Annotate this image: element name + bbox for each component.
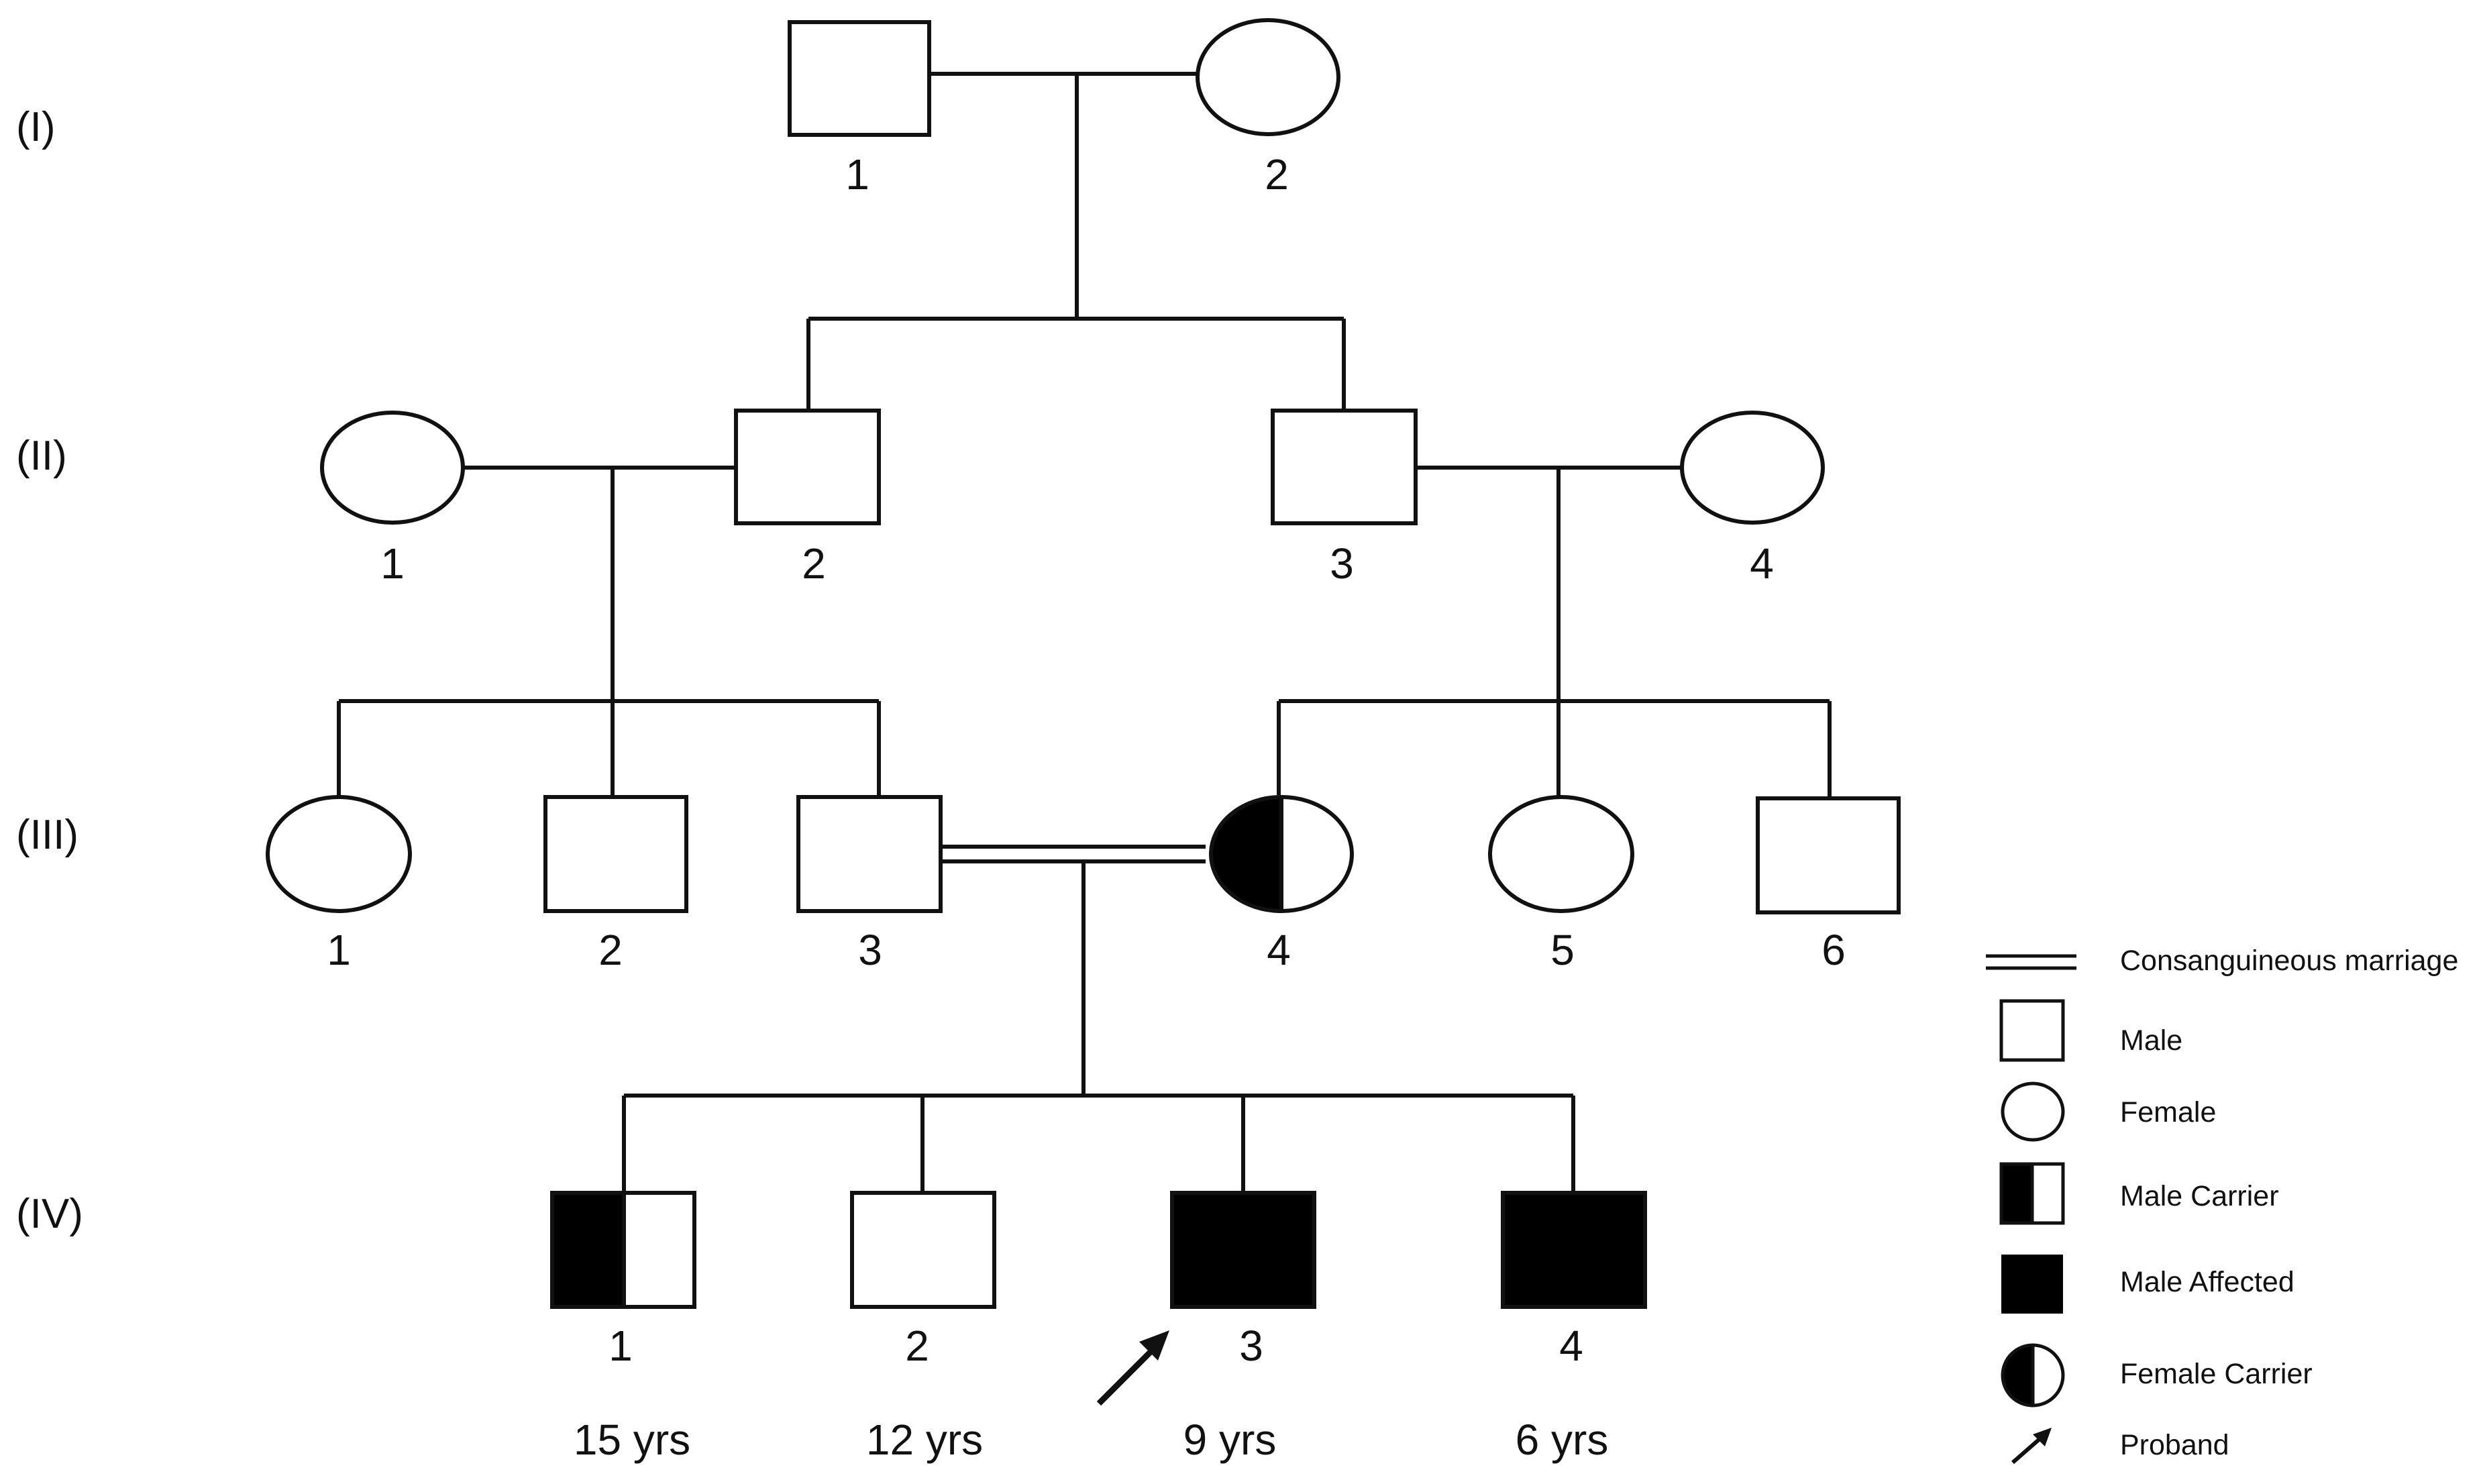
female-circle: [320, 411, 465, 525]
individual-III-2: 2: [543, 795, 688, 974]
individual-number: 2: [802, 539, 826, 588]
individual-number: 3: [1330, 539, 1354, 588]
age-label: 6 yrs: [1516, 1416, 1609, 1464]
individual-number: 5: [1550, 926, 1575, 974]
individual-number: 4: [1559, 1322, 1583, 1370]
generation-label-I: (I): [16, 104, 56, 150]
individual-number: 1: [380, 539, 405, 588]
half-circle-icon-fill: [2003, 1345, 2033, 1406]
male-affected-square: [1170, 1191, 1316, 1309]
legend-item-female-carrier: Female Carrier: [2001, 1343, 2313, 1408]
legend-label: Proband: [2120, 1429, 2229, 1461]
legend-item-female: Female: [2001, 1081, 2216, 1142]
legend-label: Male Carrier: [2120, 1180, 2279, 1212]
proband-arrow-icon: [1096, 1330, 1169, 1406]
age-label: 12 yrs: [866, 1416, 983, 1464]
male-square: [850, 1191, 996, 1309]
individual-number: 1: [609, 1322, 633, 1370]
individual-III-3: 3: [796, 795, 943, 974]
individual-number: 1: [327, 926, 351, 974]
individual-number: 3: [1239, 1322, 1263, 1370]
generation-label-IV: (IV): [16, 1191, 83, 1237]
individual-IV-1: 1 15 yrs: [550, 1191, 696, 1464]
male-square: [734, 409, 881, 525]
individual-I-2: 2: [1196, 18, 1340, 199]
individual-number: 1: [845, 150, 869, 199]
individual-II-1: 1: [320, 411, 465, 588]
male-affected-square: [1501, 1191, 1647, 1309]
square-icon: [1999, 999, 2065, 1062]
male-square: [796, 795, 943, 913]
individual-IV-2: 2 12 yrs: [850, 1191, 996, 1464]
male-square: [543, 795, 688, 913]
male-square: [1756, 796, 1901, 914]
legend-label: Male: [2120, 1024, 2182, 1057]
legend-label: Male Affected: [2120, 1266, 2294, 1298]
individual-II-2: 2: [734, 409, 881, 588]
female-circle: [266, 795, 412, 913]
legend-item-male: Male: [1999, 999, 2182, 1062]
individual-number: 2: [1265, 150, 1289, 199]
individual-II-3: 3: [1271, 409, 1418, 588]
legend: Consanguineous marriage Male Female Male…: [1986, 945, 2458, 1465]
individual-number: 2: [598, 926, 623, 974]
legend-label: Female: [2120, 1096, 2216, 1128]
generation-label-III: (III): [16, 812, 78, 858]
arrow-icon: [2011, 1437, 2041, 1465]
age-label: 9 yrs: [1183, 1416, 1277, 1464]
individual-IV-3: 3 9 yrs: [1170, 1191, 1316, 1464]
female-circle: [1680, 411, 1825, 525]
legend-item-consanguineous: Consanguineous marriage: [1986, 945, 2458, 977]
female-circle: [1196, 18, 1340, 136]
individual-III-1: 1: [266, 795, 412, 974]
legend-item-male-affected: Male Affected: [2001, 1255, 2294, 1314]
individual-III-6: 6: [1756, 796, 1901, 974]
individual-III-5: 5: [1488, 795, 1634, 974]
pedigree-connectors: [337, 72, 1832, 1193]
individual-I-1: 1: [788, 20, 931, 199]
legend-label: Female Carrier: [2120, 1358, 2313, 1390]
individual-number: 4: [1750, 539, 1774, 588]
individual-III-4: 4: [1209, 795, 1354, 974]
individual-number: 3: [858, 926, 882, 974]
male-square: [788, 20, 931, 137]
generation-label-II: (II): [16, 433, 67, 479]
legend-label: Consanguineous marriage: [2120, 945, 2458, 977]
female-circle: [1488, 795, 1634, 913]
legend-item-proband: Proband: [2011, 1428, 2229, 1465]
age-label: 15 yrs: [574, 1416, 690, 1464]
legend-item-male-carrier: Male Carrier: [1999, 1162, 2279, 1225]
male-square: [1271, 409, 1418, 525]
individual-II-4: 4: [1680, 411, 1825, 588]
filled-square-icon: [2001, 1255, 2063, 1314]
male-carrier-half-fill: [552, 1193, 624, 1307]
individual-IV-4: 4 6 yrs: [1501, 1191, 1647, 1464]
female-carrier-half-fill: [1211, 797, 1281, 911]
individual-number: 4: [1267, 926, 1291, 974]
half-square-icon-fill: [2001, 1164, 2032, 1223]
individual-number: 6: [1821, 926, 1846, 974]
circle-icon: [2001, 1081, 2065, 1142]
individual-number: 2: [905, 1322, 929, 1370]
